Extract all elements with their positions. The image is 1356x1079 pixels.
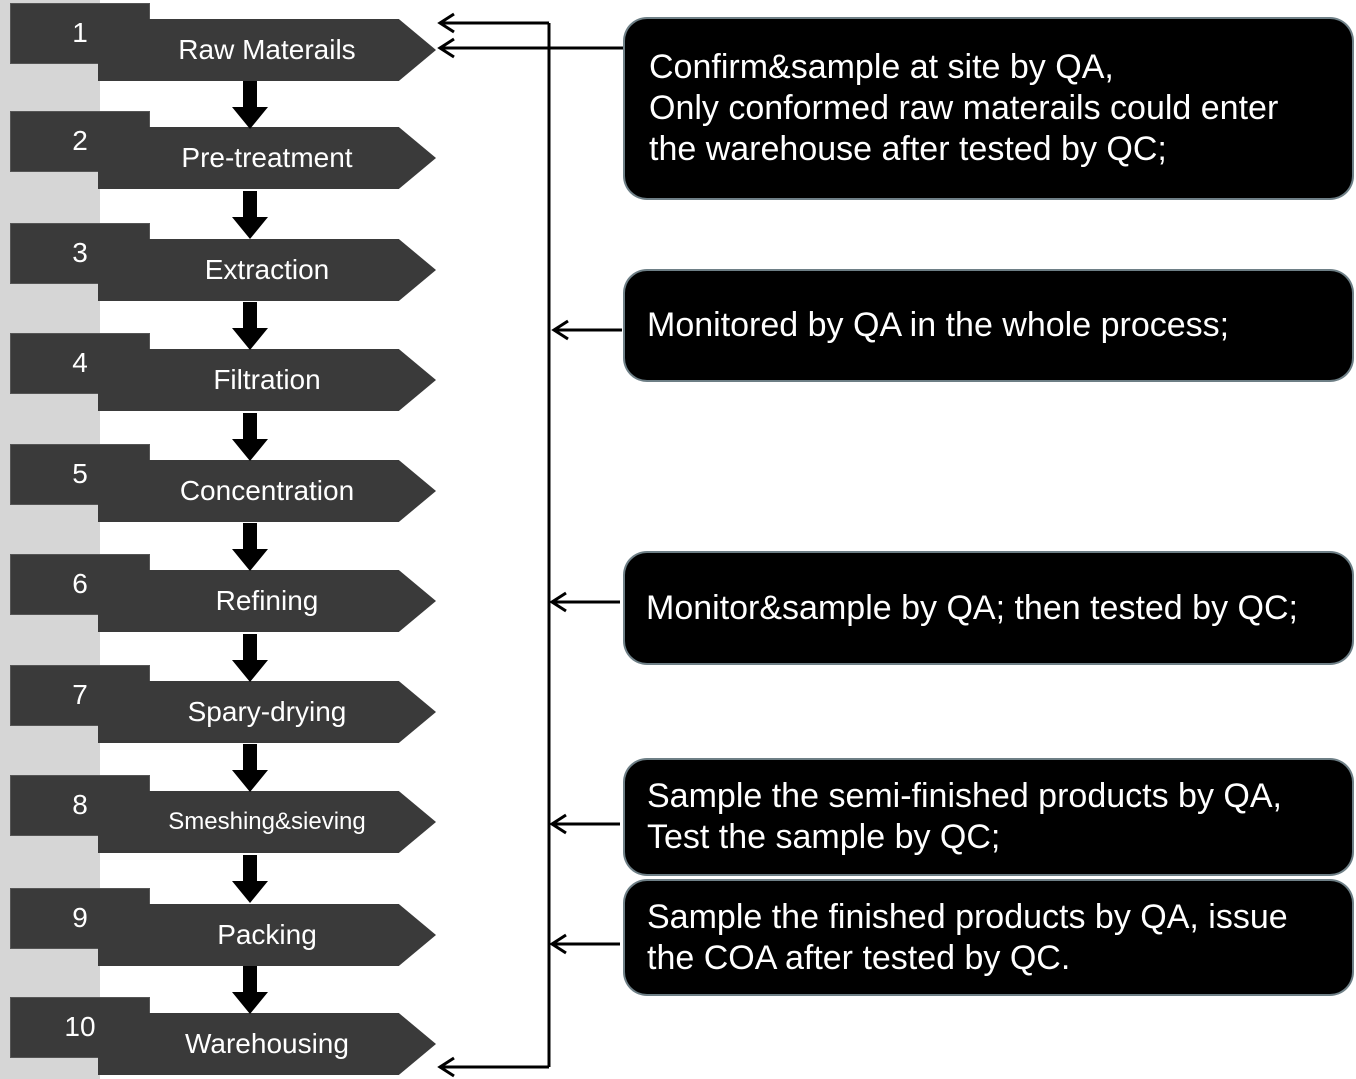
step-4: 4 Filtration bbox=[0, 333, 440, 413]
down-arrow-icon bbox=[232, 744, 268, 792]
step-2: 2 Pre-treatment bbox=[0, 111, 440, 191]
down-arrow-icon bbox=[232, 302, 268, 350]
step-6: 6 Refining bbox=[0, 554, 440, 634]
callout-line: Confirm&sample at site by QA, bbox=[649, 48, 1114, 86]
step-1: 1 Raw Materails bbox=[0, 3, 440, 83]
step-label: Packing bbox=[98, 904, 436, 966]
down-arrow-icon bbox=[232, 634, 268, 682]
step-10: 10 Warehousing bbox=[0, 997, 440, 1077]
callout-line: Test the sample by QC; bbox=[647, 818, 1001, 856]
step-label: Warehousing bbox=[98, 1013, 436, 1075]
callout-whole-process: Monitored by QA in the whole process; bbox=[625, 271, 1352, 380]
step-9: 9 Packing bbox=[0, 888, 440, 968]
step-label: Smeshing&sieving bbox=[98, 791, 436, 853]
callout-refining: Monitor&sample by QA; then tested by QC; bbox=[625, 553, 1352, 663]
callout-semi-finished: Sample the semi-finished products by QA,… bbox=[625, 760, 1352, 874]
callout-line: the COA after tested by QC. bbox=[647, 938, 1071, 977]
down-arrow-icon bbox=[232, 855, 268, 903]
step-label: Extraction bbox=[98, 239, 436, 301]
callout-line: Only conformed raw materails could enter bbox=[649, 89, 1279, 127]
callout-line: Monitored by QA in the whole process; bbox=[647, 306, 1230, 344]
step-8: 8 Smeshing&sieving bbox=[0, 775, 440, 855]
callout-finished: Sample the finished products by QA, issu… bbox=[625, 881, 1352, 994]
callout-raw-materials: Confirm&sample at site by QA, Only confo… bbox=[625, 19, 1352, 198]
down-arrow-icon bbox=[232, 966, 268, 1014]
down-arrow-icon bbox=[232, 191, 268, 239]
callout-line: Sample the semi-finished products by QA, bbox=[647, 777, 1282, 815]
step-label: Pre-treatment bbox=[98, 127, 436, 189]
step-label: Filtration bbox=[98, 349, 436, 411]
step-label: Refining bbox=[98, 570, 436, 632]
step-7: 7 Spary-drying bbox=[0, 665, 440, 745]
callout-line: Monitor&sample by QA; then tested by QC; bbox=[646, 588, 1298, 627]
step-label: Spary-drying bbox=[98, 681, 436, 743]
down-arrow-icon bbox=[232, 413, 268, 461]
down-arrow-icon bbox=[232, 523, 268, 571]
callout-line: Sample the finished products by QA, issu… bbox=[647, 897, 1288, 936]
step-label: Concentration bbox=[98, 460, 436, 522]
down-arrow-icon bbox=[232, 81, 268, 129]
step-label: Raw Materails bbox=[98, 19, 436, 81]
step-5: 5 Concentration bbox=[0, 444, 440, 524]
callout-line: the warehouse after tested by QC; bbox=[649, 130, 1167, 168]
step-3: 3 Extraction bbox=[0, 223, 440, 303]
